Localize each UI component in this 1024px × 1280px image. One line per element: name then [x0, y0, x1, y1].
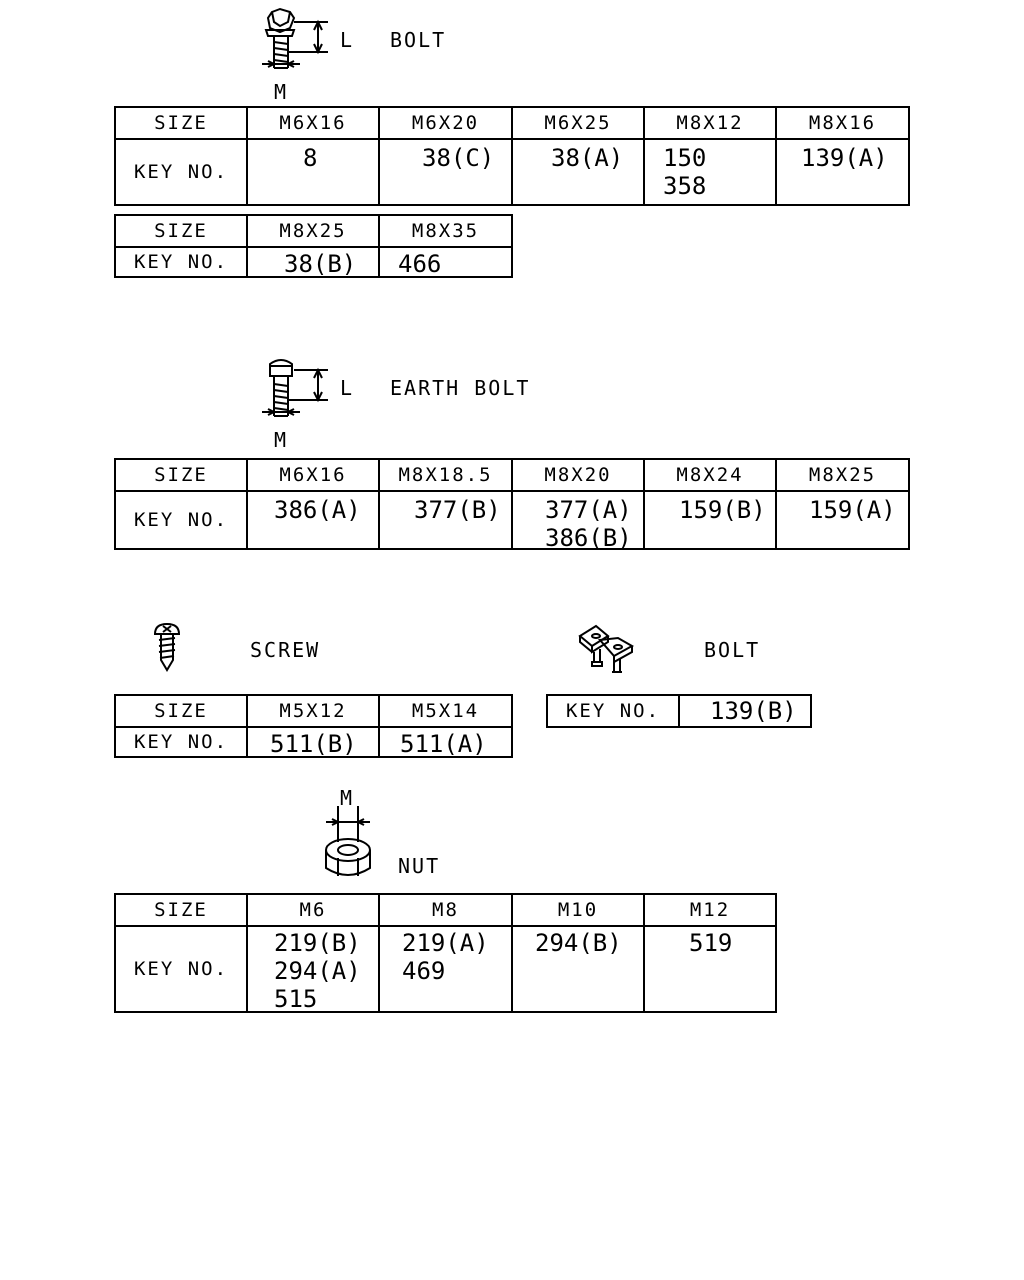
table-header-cell: SIZE — [116, 895, 248, 927]
key-no-value: 519 — [689, 929, 733, 957]
key-no-value: 377(A) — [545, 496, 632, 524]
key-no-label: KEY NO. — [548, 696, 680, 726]
key-no-cell: 38(A) — [513, 140, 645, 204]
key-no-value: 38(A) — [551, 144, 624, 172]
key-no-cell: 139(B) — [680, 696, 810, 726]
key-no-value: 386(B) — [545, 524, 632, 548]
key-no-value: 8 — [303, 144, 318, 172]
nut-icon — [325, 806, 371, 876]
table-header-cell: M8X16 — [777, 108, 908, 140]
key-no-value: 294(A) — [274, 957, 361, 985]
table-header-cell: M8X24 — [645, 460, 777, 492]
key-no-value: 515 — [274, 985, 318, 1011]
earth-bolt-dim-l-label: L — [340, 376, 355, 400]
table-header-cell: M8X12 — [645, 108, 777, 140]
table-header-cell: M8X20 — [513, 460, 645, 492]
table-header-cell: M5X12 — [248, 696, 380, 728]
bracket-bolt-key-table: KEY NO. 139(B) — [546, 694, 812, 728]
bolt-size-table-2: SIZE M8X25 M8X35 KEY NO. 38(B) 466 — [114, 214, 513, 278]
key-no-value: 358 — [663, 172, 707, 200]
table-header-cell: M5X14 — [380, 696, 511, 728]
key-no-value: 38(B) — [284, 250, 357, 276]
table-header-cell: SIZE — [116, 108, 248, 140]
bolt-size-table-1: SIZE M6X16 M6X20 M6X25 M8X12 M8X16 KEY N… — [114, 106, 910, 206]
key-no-cell: 386(A) — [248, 492, 380, 548]
key-no-label: KEY NO. — [116, 248, 248, 276]
key-no-value: 219(A) — [402, 929, 489, 957]
key-no-cell: 466 — [380, 248, 511, 276]
key-no-cell: 8 — [248, 140, 380, 204]
key-no-label: KEY NO. — [116, 728, 248, 756]
key-no-value: 466 — [398, 250, 442, 276]
key-no-cell: 219(B)294(A)515 — [248, 927, 380, 1011]
bolt-dim-m-label: M — [274, 80, 289, 104]
key-no-cell: 377(A)386(B) — [513, 492, 645, 548]
table-header-cell: SIZE — [116, 460, 248, 492]
key-no-cell: 38(C) — [380, 140, 513, 204]
bolt-dim-l-label: L — [340, 28, 355, 52]
key-no-value: 219(B) — [274, 929, 361, 957]
flange-bolt-icon — [262, 7, 328, 69]
key-no-value: 511(B) — [270, 730, 357, 756]
key-no-cell: 219(A)469 — [380, 927, 513, 1011]
key-no-value: 377(B) — [414, 496, 501, 524]
table-header-cell: M8 — [380, 895, 513, 927]
key-no-label: KEY NO. — [116, 492, 248, 548]
nut-dim-m-label: M — [340, 786, 355, 810]
nut-title: NUT — [398, 854, 441, 878]
table-header-cell: SIZE — [116, 216, 248, 248]
table-header-cell: M10 — [513, 895, 645, 927]
key-no-value: 139(A) — [801, 144, 888, 172]
bolt-title: BOLT — [390, 28, 447, 52]
table-header-cell: M6X20 — [380, 108, 513, 140]
key-no-cell: 294(B) — [513, 927, 645, 1011]
table-header-cell: M8X25 — [777, 460, 908, 492]
key-no-cell: 377(B) — [380, 492, 513, 548]
table-header-cell: M6X16 — [248, 108, 380, 140]
key-no-label: KEY NO. — [116, 140, 248, 204]
table-header-cell: SIZE — [116, 696, 248, 728]
table-header-cell: M6X25 — [513, 108, 645, 140]
key-no-cell: 519 — [645, 927, 775, 1011]
key-no-value: 139(B) — [710, 697, 797, 725]
key-no-cell: 511(B) — [248, 728, 380, 756]
key-no-value: 386(A) — [274, 496, 361, 524]
key-no-cell: 139(A) — [777, 140, 908, 204]
bracket-bolt-title: BOLT — [704, 638, 761, 662]
screw-size-table: SIZE M5X12 M5X14 KEY NO. 511(B) 511(A) — [114, 694, 513, 758]
key-no-label: KEY NO. — [116, 927, 248, 1011]
earth-bolt-icon — [262, 359, 328, 417]
key-no-cell: 159(B) — [645, 492, 777, 548]
table-header-cell: M8X18.5 — [380, 460, 513, 492]
nut-size-table: SIZE M6 M8 M10 M12 KEY NO. 219(B)294(A)5… — [114, 893, 777, 1013]
table-header-cell: M6X16 — [248, 460, 380, 492]
earth-bolt-dim-m-label: M — [274, 428, 289, 452]
table-header-cell: M6 — [248, 895, 380, 927]
earth-bolt-size-table: SIZE M6X16 M8X18.5 M8X20 M8X24 M8X25 KEY… — [114, 458, 910, 550]
key-no-cell: 38(B) — [248, 248, 380, 276]
key-no-value: 469 — [402, 957, 446, 985]
key-no-value: 38(C) — [422, 144, 495, 172]
key-no-cell: 159(A) — [777, 492, 908, 548]
key-no-cell: 511(A) — [380, 728, 511, 756]
key-no-value: 294(B) — [535, 929, 622, 957]
key-no-value: 150 — [663, 144, 707, 172]
tapping-screw-icon — [153, 622, 181, 672]
table-header-cell: M8X35 — [380, 216, 511, 248]
key-no-value: 511(A) — [400, 730, 487, 756]
earth-bolt-title: EARTH BOLT — [390, 376, 531, 400]
key-no-value: 159(B) — [679, 496, 766, 524]
screw-title: SCREW — [250, 638, 321, 662]
key-no-value: 159(A) — [809, 496, 896, 524]
table-header-cell: M8X25 — [248, 216, 380, 248]
bracket-bolt-icon — [578, 624, 635, 673]
table-header-cell: M12 — [645, 895, 775, 927]
